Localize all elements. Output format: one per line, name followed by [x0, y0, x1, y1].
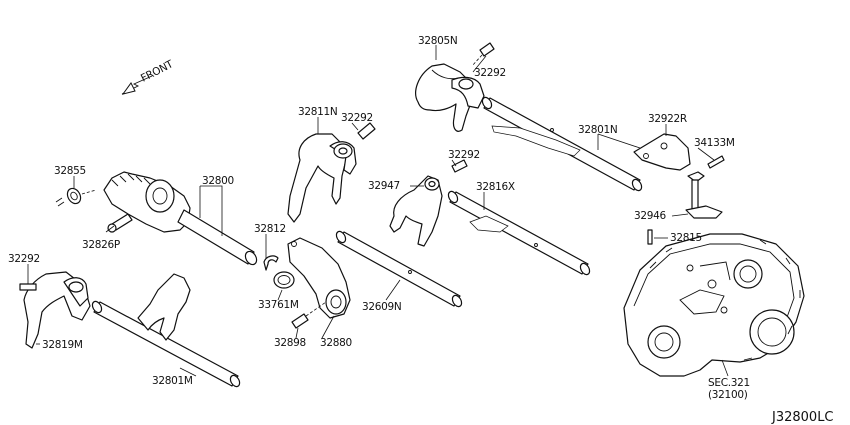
label-32800: 32800 [202, 175, 234, 187]
fork-rod-32801M [91, 273, 241, 388]
fork-rod-32816X [447, 190, 591, 276]
shift-fork-32947 [389, 175, 443, 247]
ring-33761M [273, 271, 295, 289]
label-32292-d: 32292 [8, 253, 40, 265]
bracket-32922R [633, 133, 691, 171]
label-32816X: 32816X [476, 181, 515, 193]
diagram-code: J32800LC [771, 410, 834, 425]
control-shaft-32800 [103, 171, 258, 266]
snap-ring-32812 [263, 255, 279, 271]
label-32922R: 32922R [648, 113, 687, 125]
spring-pin-32292-a [471, 42, 495, 67]
label-32947: 32947 [368, 180, 400, 192]
fork-rod-32609N [335, 230, 463, 308]
label-32801M: 32801M [152, 375, 193, 387]
label-32880: 32880 [320, 337, 352, 349]
label-32609N: 32609N [362, 301, 401, 313]
label-32946: 32946 [634, 210, 667, 222]
label-sec321-ref: (32100) [708, 389, 748, 401]
shift-fork-32805N [415, 63, 485, 132]
label-32292-a: 32292 [474, 67, 506, 79]
label-32805N: 32805N [418, 35, 457, 47]
label-32898: 32898 [274, 337, 306, 349]
label-32812: 32812 [254, 223, 286, 235]
label-34133M: 34133M [694, 137, 735, 149]
label-32292-c: 32292 [448, 149, 480, 161]
pin-32815 [647, 229, 653, 245]
label-32815: 32815 [670, 232, 702, 244]
label-sec321: SEC.321 [708, 377, 750, 389]
lever-32880 [287, 237, 351, 319]
label-32819M: 32819M [42, 339, 83, 351]
bolt-34133M [707, 155, 725, 169]
label-32801N-top: 32801N [578, 124, 617, 136]
label-32811N: 32811N [298, 106, 337, 118]
spring-pin-32292-d [19, 283, 37, 291]
label-32292-b: 32292 [341, 112, 373, 124]
front-arrow: FRONT [121, 58, 176, 95]
label-32855: 32855 [54, 165, 86, 177]
spring-pin-32292-b [357, 122, 376, 140]
lever-32946 [685, 171, 723, 219]
leader-lines [27, 45, 729, 377]
front-label: FRONT [139, 58, 176, 85]
transmission-case-sec321 [623, 233, 805, 377]
pin-32898 [291, 301, 327, 329]
spring-pin-32292-c [451, 159, 468, 173]
label-33761M: 33761M [258, 299, 299, 311]
fork-rod-32801N [481, 96, 643, 192]
label-32826P: 32826P [82, 239, 120, 251]
clip-32855 [55, 187, 97, 207]
bolt-32826P [107, 213, 133, 233]
shift-fork-32811N [287, 133, 357, 223]
